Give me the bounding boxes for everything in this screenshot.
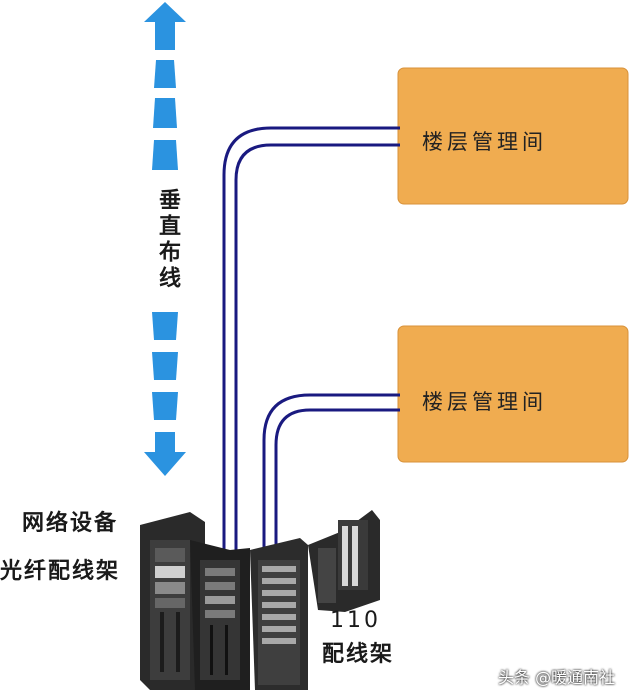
floor-room-box-1: [397, 67, 629, 205]
cable-upper-inner: [234, 143, 400, 555]
panel-110-number: 110: [330, 608, 381, 633]
cable-lower-outer: [262, 393, 400, 555]
panel-110-label: 配线架: [322, 642, 395, 667]
floor-room-label-1: 楼层管理间: [422, 130, 547, 154]
fiber-patch-panel-label: 光纤配线架: [0, 559, 121, 584]
arrow-down-head: [144, 432, 186, 476]
rack-equipment: [140, 510, 380, 690]
network-equipment-label: 网络设备: [22, 511, 119, 536]
vertical-cabling-label: 垂直布线: [155, 188, 180, 292]
arrow-dash: [153, 98, 177, 128]
cable-lower-inner: [274, 408, 400, 555]
arrow-dash: [154, 60, 176, 88]
arrow-dash: [152, 392, 178, 420]
arrow-dash: [152, 312, 178, 340]
cable-upper-outer: [222, 126, 400, 555]
arrow-up-head: [144, 2, 186, 50]
watermark: 头条 @暖通南社: [498, 668, 616, 687]
arrow-dash: [152, 352, 178, 380]
arrow-dash: [152, 140, 178, 170]
floor-room-label-2: 楼层管理间: [422, 390, 547, 414]
